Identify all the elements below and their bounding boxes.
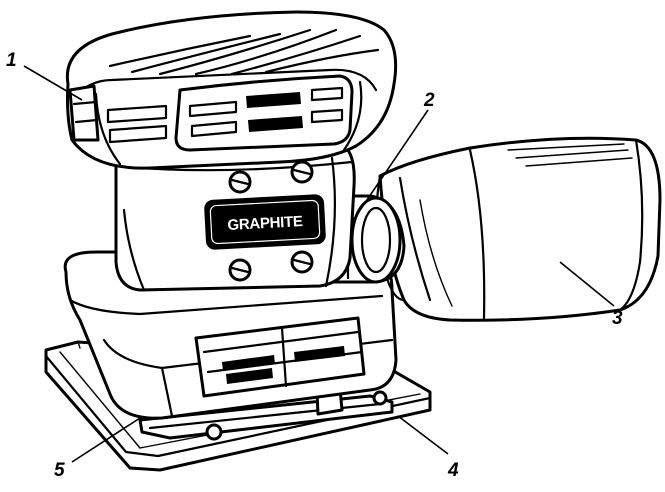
lower-vent-grille	[194, 316, 366, 398]
handle-side-grip	[68, 84, 100, 142]
callout-numbers: 1 2 3 4 5	[6, 50, 623, 481]
leader-line-1	[23, 65, 83, 101]
screw-icon	[228, 258, 252, 282]
callout-leader-lines	[23, 65, 615, 463]
brand-badge: GRAPHITE	[204, 194, 326, 250]
callout-number-2: 2	[423, 90, 435, 111]
handle-grip-ribs	[108, 28, 380, 76]
brand-logo-text: GRAPHITE	[227, 213, 303, 234]
callout-number-3: 3	[612, 308, 623, 329]
screw-icon	[290, 250, 314, 274]
callout-number-5: 5	[54, 460, 65, 481]
screw-icon	[228, 170, 252, 194]
leader-line-4	[397, 415, 449, 455]
leader-line-2	[351, 109, 429, 223]
housing-screws	[228, 160, 314, 282]
callout-number-4: 4	[447, 460, 459, 481]
screw-icon	[290, 160, 314, 184]
leader-line-3	[559, 261, 615, 307]
handle-front-vents	[106, 74, 354, 152]
leader-line-5	[71, 417, 141, 463]
callout-number-1: 1	[6, 50, 17, 71]
dust-bag	[375, 136, 662, 322]
